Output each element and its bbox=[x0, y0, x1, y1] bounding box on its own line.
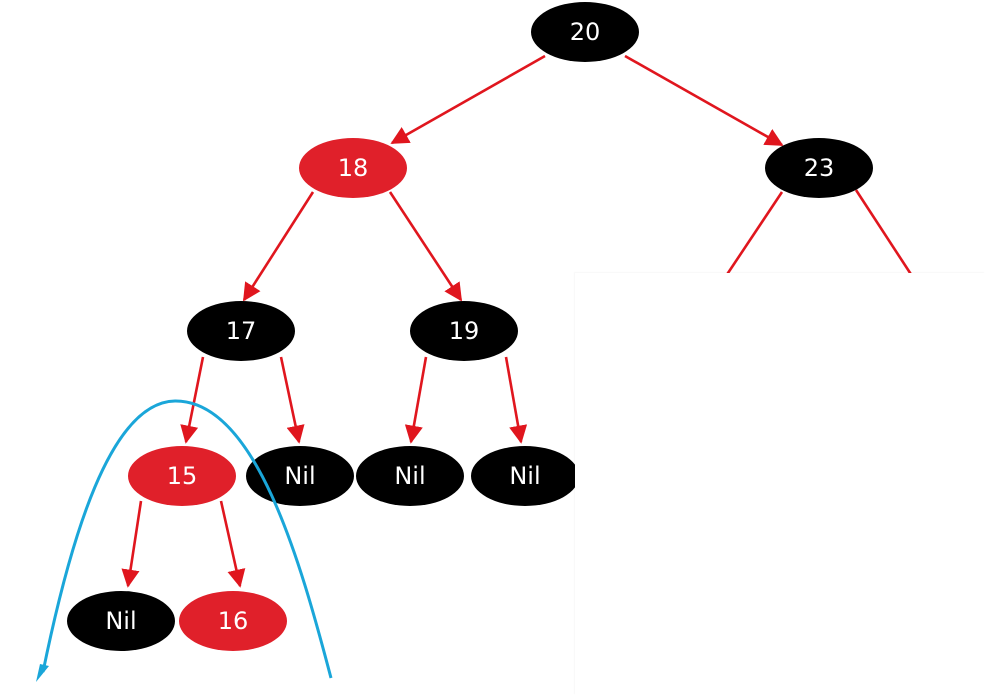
node-shape bbox=[356, 446, 464, 506]
edge-17-15 bbox=[180, 356, 205, 444]
node-shape bbox=[531, 2, 639, 62]
tree-node-17: 17 bbox=[187, 301, 295, 361]
tree-node-nil-17-right: Nil bbox=[246, 446, 354, 506]
edge-15-16 bbox=[219, 500, 246, 588]
rotation-arrow-tip-icon bbox=[36, 664, 49, 682]
tree-nodes: 20 18 23 17 19 15 bbox=[67, 2, 873, 651]
node-label: 19 bbox=[449, 317, 480, 345]
node-shape bbox=[187, 301, 295, 361]
node-label: 15 bbox=[167, 462, 198, 490]
edge-23-right-child bbox=[854, 189, 918, 283]
edge-18-17 bbox=[242, 191, 315, 302]
tree-node-18: 18 bbox=[299, 138, 407, 198]
edge-20-18 bbox=[390, 54, 546, 145]
edge-18-19 bbox=[388, 191, 463, 302]
tree-node-nil-15-left: Nil bbox=[67, 591, 175, 651]
tree-node-16: 16 bbox=[179, 591, 287, 651]
node-shape bbox=[128, 446, 236, 506]
tree-node-nil-19-right: Nil bbox=[471, 446, 579, 506]
tree-node-15: 15 bbox=[128, 446, 236, 506]
node-shape bbox=[67, 591, 175, 651]
edge-15-nil bbox=[121, 500, 143, 588]
edge-20-23 bbox=[624, 54, 784, 147]
rotation-arc-path bbox=[41, 399, 333, 679]
overlay-panel bbox=[575, 273, 985, 695]
tree-node-nil-19-left: Nil bbox=[356, 446, 464, 506]
node-label: 17 bbox=[226, 317, 257, 345]
node-label: 18 bbox=[338, 154, 369, 182]
tree-edges bbox=[121, 54, 918, 588]
edge-17-nil bbox=[279, 356, 305, 444]
node-shape bbox=[246, 446, 354, 506]
node-shape bbox=[765, 138, 873, 198]
node-label: Nil bbox=[509, 462, 540, 490]
rotation-arrow bbox=[36, 399, 333, 682]
node-label: Nil bbox=[394, 462, 425, 490]
node-shape bbox=[299, 138, 407, 198]
tree-node-23: 23 bbox=[765, 138, 873, 198]
tree-node-20: 20 bbox=[531, 2, 639, 62]
node-label: 20 bbox=[570, 18, 601, 46]
node-shape bbox=[179, 591, 287, 651]
node-shape bbox=[410, 301, 518, 361]
edge-23-left-child bbox=[720, 191, 784, 283]
node-label: Nil bbox=[105, 607, 136, 635]
node-label: 23 bbox=[804, 154, 835, 182]
node-shape bbox=[471, 446, 579, 506]
edge-19-nil-left bbox=[404, 356, 428, 444]
node-label: 16 bbox=[218, 607, 249, 635]
edge-19-nil-right bbox=[504, 356, 528, 444]
node-label: Nil bbox=[284, 462, 315, 490]
tree-node-19: 19 bbox=[410, 301, 518, 361]
